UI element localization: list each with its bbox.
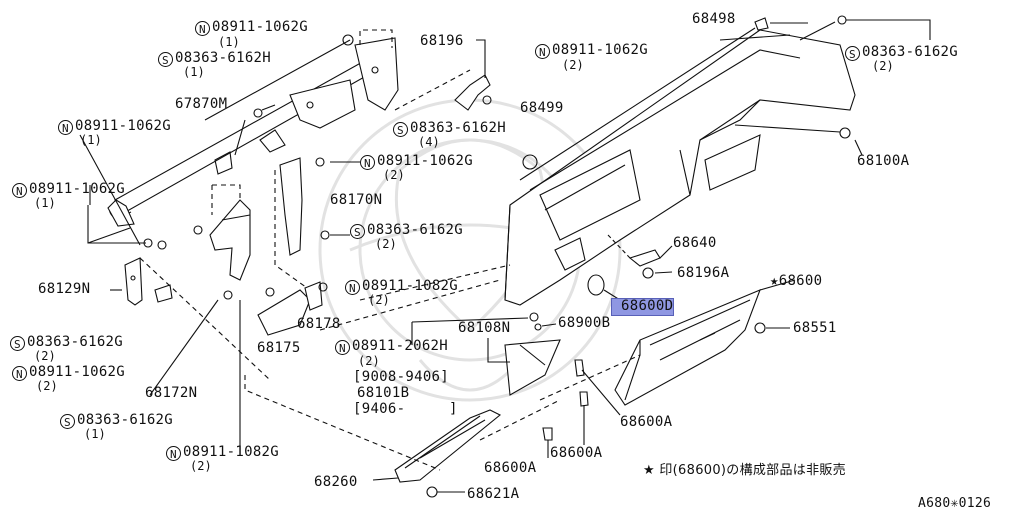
diagram-id: A680✳0126 <box>918 496 992 511</box>
part-code: 08911-1062G <box>75 118 172 134</box>
part-code: 08363-6162G <box>367 222 464 238</box>
s-prefix-icon: S <box>350 224 365 239</box>
n-prefix-icon: N <box>535 44 550 59</box>
label-68499: 68499 <box>520 100 564 116</box>
label-68170N: 68170N <box>330 192 383 208</box>
label-68108N: 68108N <box>458 320 511 336</box>
label-68178: 68178 <box>297 316 341 332</box>
qty-n6: (2) <box>562 58 584 72</box>
label-67870M: 67870M <box>175 96 228 112</box>
n-prefix-icon: N <box>58 120 73 135</box>
part-code: 08911-2062H <box>352 338 449 354</box>
label-68600D: 68600D <box>621 298 674 314</box>
label-68600A-2: 68600A <box>550 445 603 461</box>
qty-s4: (4) <box>418 135 440 149</box>
qty-n2: (1) <box>80 133 102 147</box>
qty-s1: (1) <box>183 65 205 79</box>
n-prefix-icon: N <box>12 366 27 381</box>
footnote: ★ 印(68600)の構成部品は非販売 <box>643 463 846 478</box>
label-range-2: [9406- ] <box>353 401 458 417</box>
qty-n1: (1) <box>218 35 240 49</box>
label-68551: 68551 <box>793 320 837 336</box>
highlight-68600D <box>611 298 674 316</box>
part-code: 08911-1082G <box>183 444 280 460</box>
n-prefix-icon: N <box>335 340 350 355</box>
qty-n4: (2) <box>36 379 58 393</box>
label-68900B: 68900B <box>558 315 611 331</box>
n-prefix-icon: N <box>12 183 27 198</box>
part-code: 08363-6162H <box>175 50 272 66</box>
part-code: 08911-1062G <box>552 42 649 58</box>
qty-n7: (2) <box>383 168 405 182</box>
n-prefix-icon: N <box>166 446 181 461</box>
s-prefix-icon: S <box>158 52 173 67</box>
qty-s6: (2) <box>872 59 894 73</box>
qty-n5: (2) <box>190 459 212 473</box>
label-68600A-1: 68600A <box>620 414 673 430</box>
label-68129N: 68129N <box>38 281 91 297</box>
qty-s2: (2) <box>34 349 56 363</box>
label-68640: 68640 <box>673 235 717 251</box>
label-68175: 68175 <box>257 340 301 356</box>
s-prefix-icon: S <box>845 46 860 61</box>
label-68621A: 68621A <box>467 486 520 502</box>
qty-n8: (2) <box>368 293 390 307</box>
label-68260: 68260 <box>314 474 358 490</box>
label-68196: 68196 <box>420 33 464 49</box>
n-prefix-icon: N <box>345 280 360 295</box>
part-code: 08911-1062G <box>29 364 126 380</box>
part-code: 08363-6162G <box>77 412 174 428</box>
n-prefix-icon: N <box>360 155 375 170</box>
part-code: 08911-1062G <box>212 19 309 35</box>
label-68600A-3: 68600A <box>484 460 537 476</box>
label-68172N: 68172N <box>145 385 198 401</box>
part-code: 08911-1082G <box>362 278 459 294</box>
label-68498: 68498 <box>692 11 736 27</box>
qty-n9: (2) <box>358 354 380 368</box>
n-prefix-icon: N <box>195 21 210 36</box>
label-68100A: 68100A <box>857 153 910 169</box>
qty-s5: (2) <box>375 237 397 251</box>
label-range-1: [9008-9406] <box>353 369 450 385</box>
qty-s3: (1) <box>84 427 106 441</box>
qty-n3: (1) <box>34 196 56 210</box>
part-code: 08911-1062G <box>377 153 474 169</box>
label-68600-star: ★68600 <box>770 273 823 289</box>
s-prefix-icon: S <box>60 414 75 429</box>
label-68196A: 68196A <box>677 265 730 281</box>
part-code: 08363-6162H <box>410 120 507 136</box>
part-code: 08911-1062G <box>29 181 126 197</box>
part-code: 08363-6162G <box>27 334 124 350</box>
label-68101B: 68101B <box>357 385 410 401</box>
s-prefix-icon: S <box>10 336 25 351</box>
part-code: 08363-6162G <box>862 44 959 60</box>
s-prefix-icon: S <box>393 122 408 137</box>
